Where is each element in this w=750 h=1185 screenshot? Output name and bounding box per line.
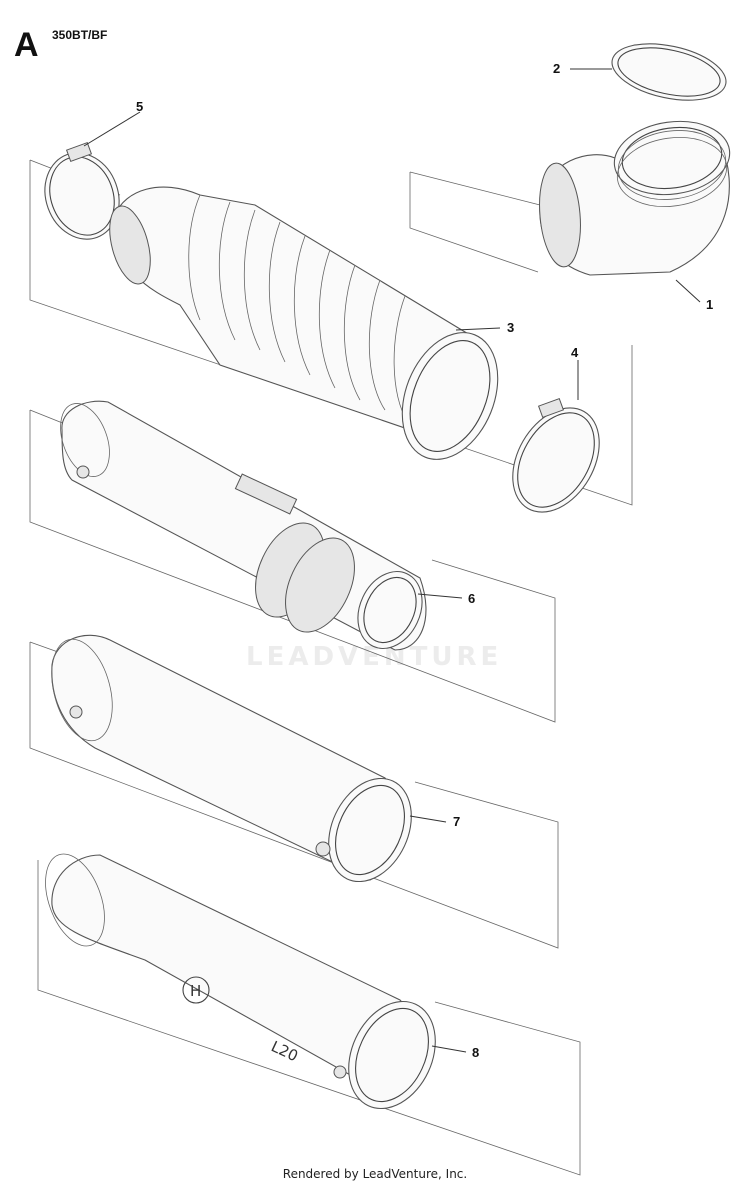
logo-letter: H	[190, 982, 201, 1000]
callout-4[interactable]: 4	[571, 345, 579, 360]
callout-7[interactable]: 7	[453, 814, 461, 829]
leader-1	[675, 279, 701, 303]
assembly-plane-4	[37, 860, 581, 1176]
model-number: 350BT/BF	[52, 28, 108, 42]
part-4-hose-clamp	[512, 397, 600, 513]
part-3-bellows	[109, 186, 499, 460]
leader-3	[455, 327, 501, 331]
assembly-plane-1b	[409, 172, 539, 273]
part-1-elbow	[539, 120, 731, 276]
section-letter: A	[14, 26, 39, 64]
watermark: LEADVENTURE	[246, 642, 503, 672]
part-6-tube	[60, 400, 427, 651]
callout-8[interactable]: 8	[472, 1045, 480, 1060]
footer-credit: Rendered by LeadVenture, Inc.	[282, 1167, 468, 1181]
leader-7	[409, 815, 447, 823]
logo-circle	[182, 976, 210, 1004]
part-2-oring	[611, 43, 727, 101]
assembly-plane-3	[29, 642, 559, 949]
part-5-hose-clamp	[44, 141, 120, 240]
assembly-plane-2	[29, 410, 556, 723]
part-8-nozzle: H L20	[45, 853, 436, 1110]
callout-3[interactable]: 3	[507, 320, 515, 335]
callout-6[interactable]: 6	[468, 591, 476, 606]
leader-8	[431, 1045, 467, 1053]
leader-6	[417, 593, 463, 599]
callout-5[interactable]: 5	[136, 99, 144, 114]
callout-1[interactable]: 1	[706, 297, 714, 312]
leader-5	[83, 111, 141, 147]
part-7-tube	[51, 634, 412, 883]
callout-2[interactable]: 2	[553, 61, 561, 76]
